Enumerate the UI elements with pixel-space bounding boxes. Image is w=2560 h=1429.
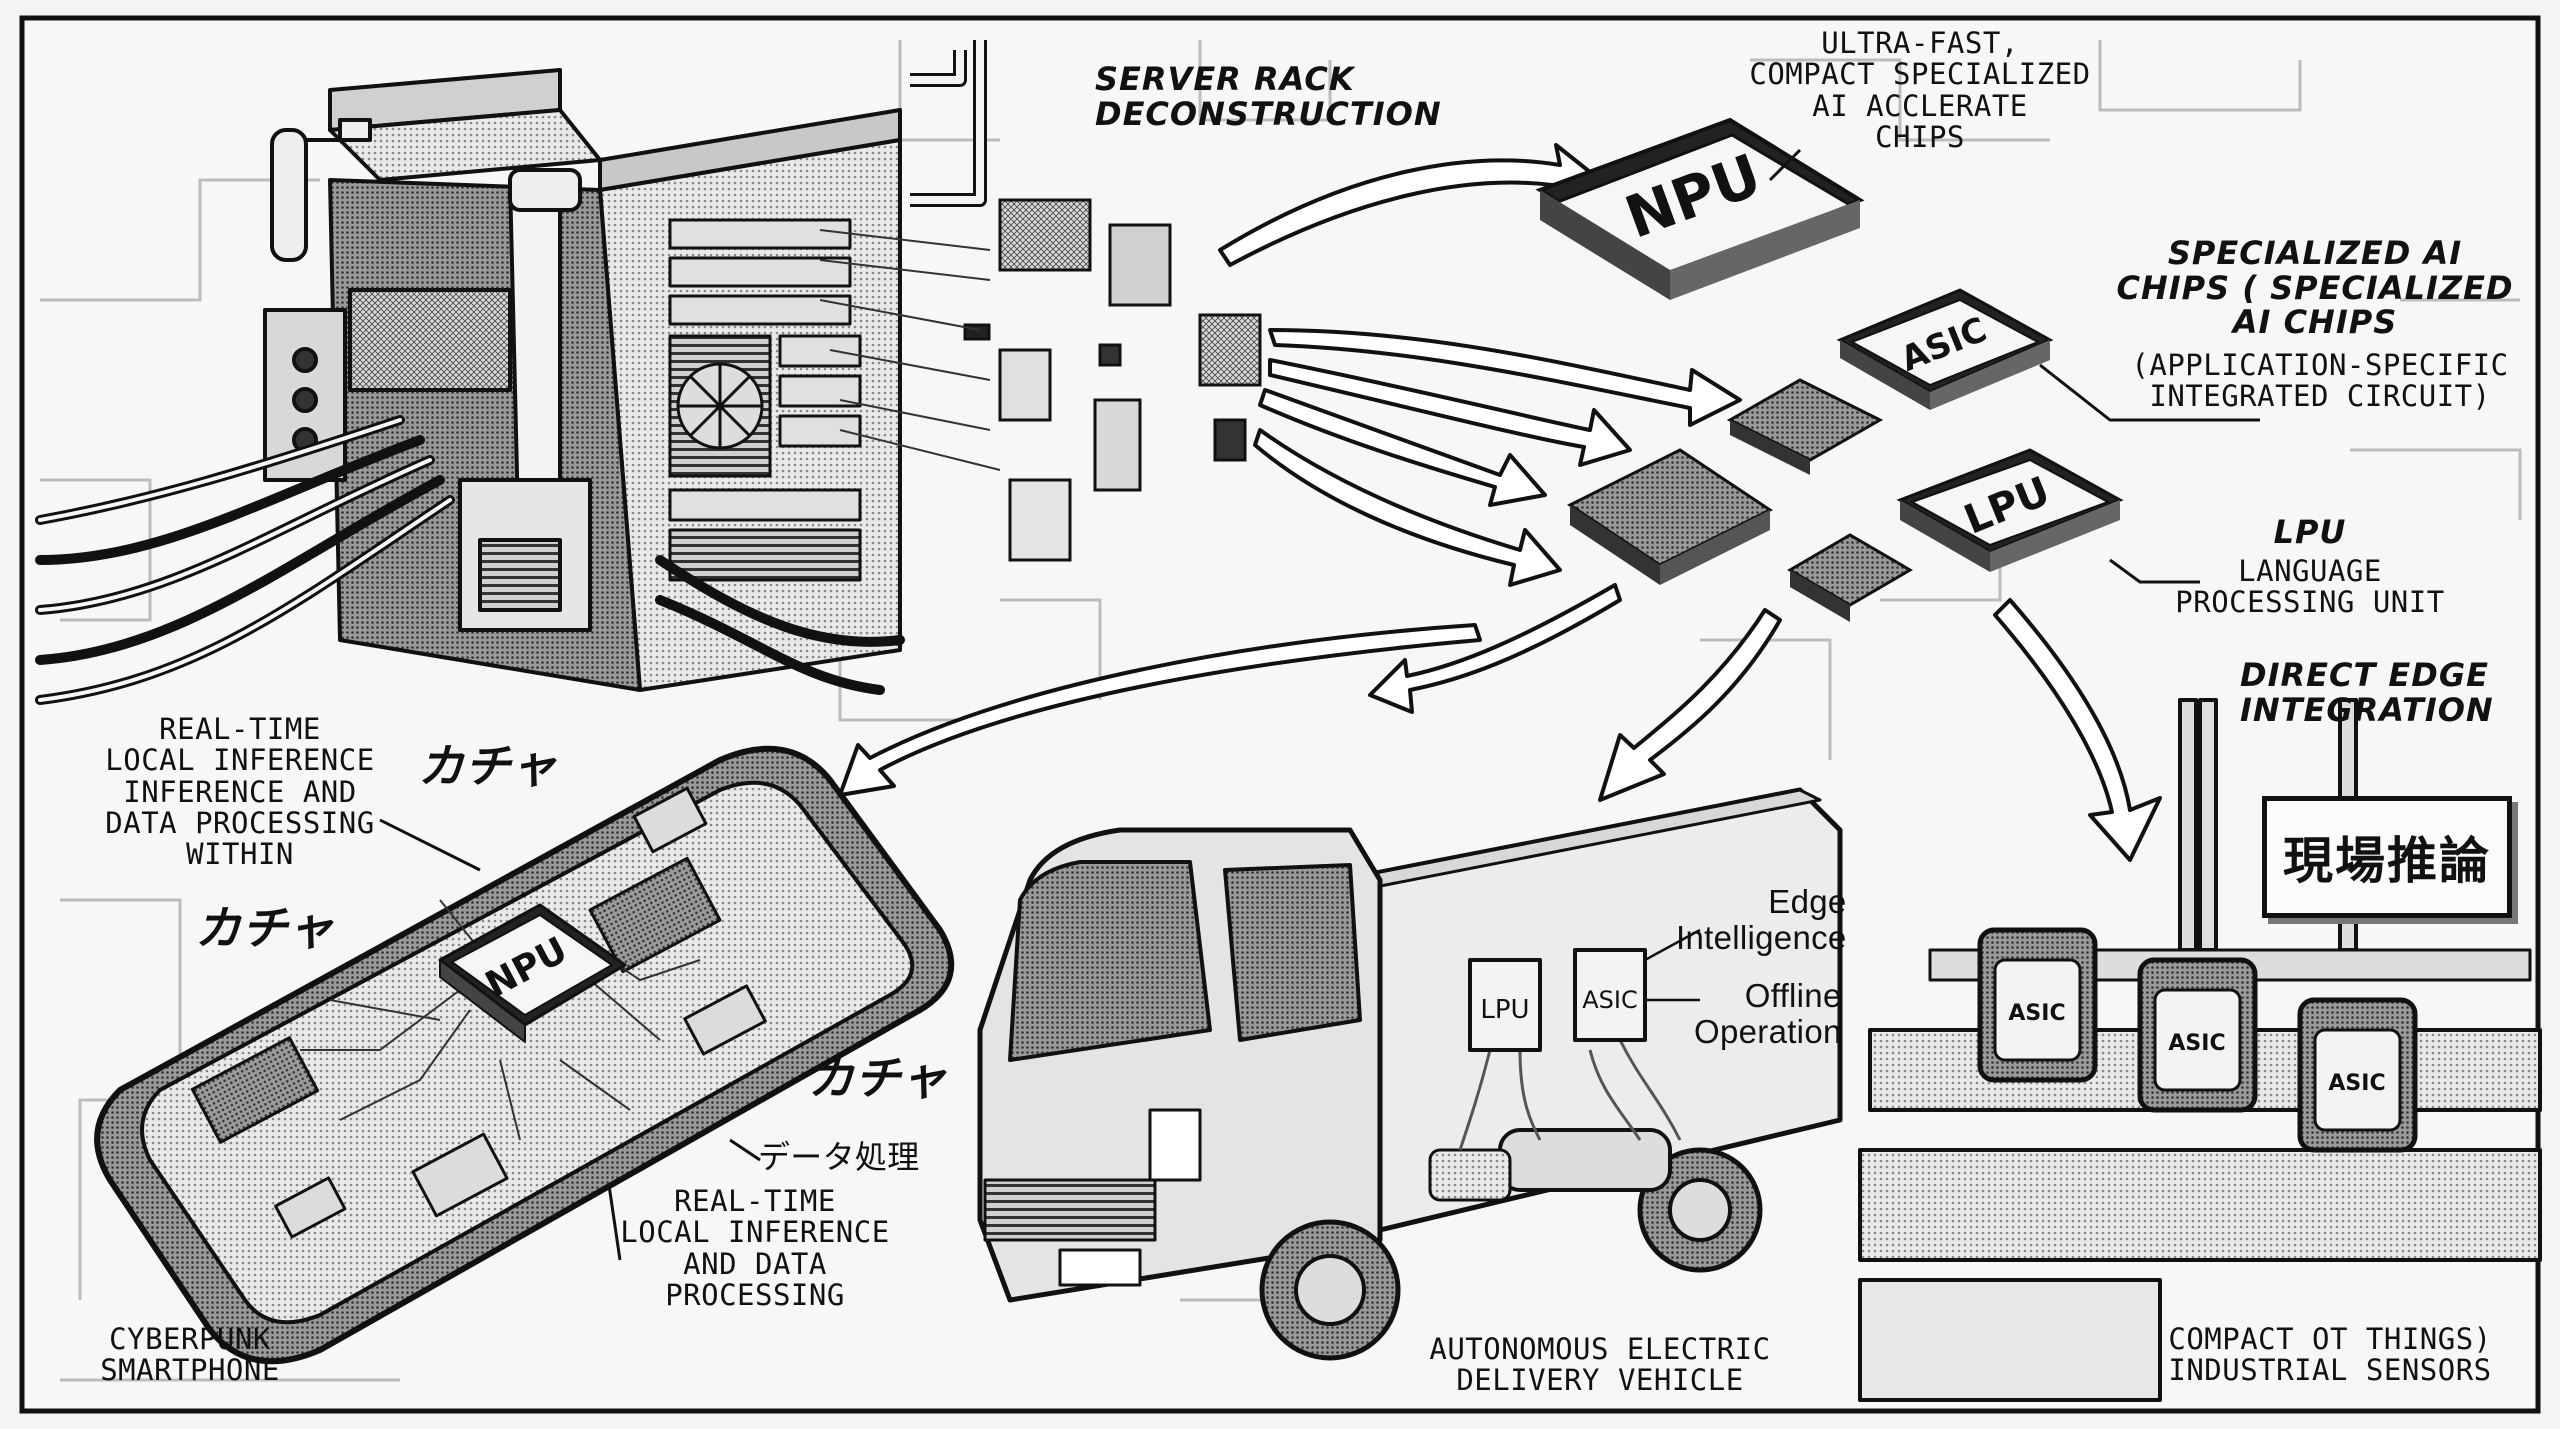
chip-plain-1: [1726, 378, 1884, 475]
realtime-bottom-label: REAL-TIME LOCAL INFERENCE AND DATA PROCE…: [600, 1184, 910, 1312]
server-rack: [263, 40, 987, 692]
sfx-kacha-3: カチャ: [808, 1051, 948, 1105]
asic-definition-line: (APPLICATION-SPECIFIC: [2131, 348, 2509, 382]
realtime-top-line: LOCAL INFERENCE: [105, 743, 375, 778]
lpu-definition-line: PROCESSING UNIT: [2175, 585, 2445, 620]
delivery-truck: [977, 787, 1843, 1361]
server-rack-title: SERVER RACK DECONSTRUCTION: [1095, 62, 1442, 131]
ultra-fast-line: CHIPS: [1875, 119, 1965, 154]
realtime-top-label: REAL-TIME LOCAL INFERENCE INFERENCE AND …: [80, 712, 400, 872]
ultra-fast-label: ULTRA-FAST, COMPACT SPECIALIZED AI ACCLE…: [1720, 26, 2120, 154]
lpu-title: LPU: [2273, 513, 2347, 551]
chip-lpu-right: [1896, 448, 2124, 572]
asic-definition: (APPLICATION-SPECIFIC INTEGRATED CIRCUIT…: [2120, 348, 2520, 414]
realtime-top-line: REAL-TIME: [159, 712, 321, 746]
specialized-chips-title: SPECIALIZED AI CHIPS ( SPECIALIZED AI CH…: [2100, 236, 2530, 340]
smartphone: [94, 745, 955, 1365]
industrial-pipes: [1858, 698, 2542, 1402]
vehicle-caption-line: AUTONOMOUS ELECTRIC: [1429, 1332, 1771, 1366]
smartphone-caption: CYBERPUNK SMARTPHONE: [70, 1322, 310, 1388]
ultra-fast-line: ULTRA-FAST,: [1821, 26, 2019, 60]
offline-operation-line: Offline: [1744, 977, 1842, 1014]
vehicle-caption: AUTONOMOUS ELECTRIC DELIVERY VEHICLE: [1400, 1332, 1800, 1398]
sensors-caption-line: INDUSTRIAL SENSORS: [2168, 1353, 2492, 1388]
sensor-asic-label-1: ASIC: [2008, 1001, 2065, 1026]
server-rack-title-line: DECONSTRUCTION: [1095, 94, 1442, 133]
server-rack-title-line: SERVER RACK: [1095, 60, 1355, 98]
flow-arrows: [838, 143, 2162, 862]
offline-operation-label: Offline Operation: [1694, 978, 1842, 1049]
chip-npu-large: [1535, 117, 1865, 300]
smartphone-caption-line: CYBERPUNK: [109, 1322, 271, 1356]
sfx-kacha-1: カチャ: [418, 739, 558, 793]
specialized-line: AI CHIPS: [2232, 303, 2398, 342]
realtime-bottom-line: REAL-TIME: [674, 1184, 836, 1218]
ultra-fast-line: COMPACT SPECIALIZED: [1749, 57, 2091, 92]
data-processing-jp: データ処理: [758, 1139, 920, 1175]
realtime-top-line: DATA PROCESSING: [105, 805, 375, 840]
sensors-caption: COMPACT OT THINGS) INDUSTRIAL SENSORS: [2150, 1322, 2510, 1388]
offline-operation-line: Operation: [1694, 1012, 1842, 1050]
truck-lpu-label: LPU: [1480, 995, 1529, 1025]
chip-plain-2: [1567, 448, 1773, 585]
asic-definition-line: INTEGRATED CIRCUIT): [2149, 379, 2491, 414]
onsite-inference-sign: 現場推論: [2262, 796, 2512, 918]
ultra-fast-line: AI ACCLERATE: [1812, 88, 2028, 123]
lpu-definition: LANGUAGE PROCESSING UNIT: [2150, 554, 2470, 620]
chip-asic-top: [1836, 288, 2054, 410]
specialized-line: CHIPS ( SPECIALIZED: [2116, 268, 2514, 307]
realtime-top-line: WITHIN: [186, 837, 294, 872]
realtime-top-line: INFERENCE AND: [123, 774, 357, 809]
vehicle-caption-line: DELIVERY VEHICLE: [1456, 1363, 1744, 1398]
sensor-asic-label-2: ASIC: [2168, 1031, 2225, 1056]
direct-edge-line: INTEGRATION: [2240, 690, 2494, 729]
smartphone-caption-line: SMARTPHONE: [100, 1353, 280, 1388]
exploded-parts: [963, 198, 1262, 562]
sfx-kacha-2: カチャ: [195, 901, 335, 955]
edge-intelligence-label: Edge Intelligence: [1676, 884, 1847, 955]
sensors-caption-line: COMPACT OT THINGS): [2168, 1322, 2492, 1356]
truck-asic-label: ASIC: [1582, 986, 1638, 1014]
edge-intelligence-line: Intelligence: [1676, 918, 1847, 956]
edge-intelligence-line: Edge: [1768, 883, 1847, 920]
realtime-bottom-line: AND DATA: [683, 1246, 827, 1281]
sensor-asic-label-3: ASIC: [2328, 1071, 2385, 1096]
lpu-definition-line: LANGUAGE: [2238, 554, 2382, 588]
specialized-line: SPECIALIZED AI: [2167, 234, 2463, 272]
realtime-bottom-line: PROCESSING: [665, 1277, 845, 1312]
chip-plain-3: [1787, 533, 1913, 622]
realtime-bottom-line: LOCAL INFERENCE: [620, 1215, 890, 1250]
direct-edge-title: DIRECT EDGE INTEGRATION: [2240, 658, 2494, 727]
direct-edge-line: DIRECT EDGE: [2240, 656, 2489, 694]
